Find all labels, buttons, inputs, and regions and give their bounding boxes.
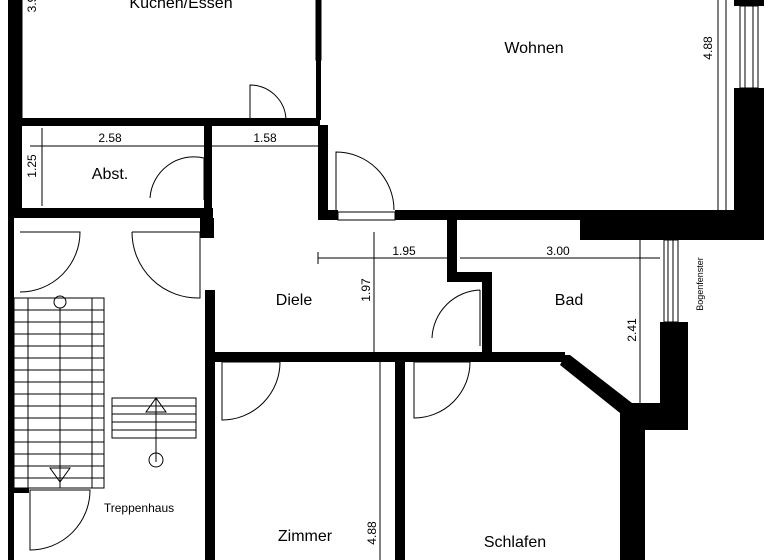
wall-bad-step [447,272,492,282]
label-bogenfenster: Bogenfenster [695,257,705,311]
door-kitchen [249,84,287,121]
wall-left-top-inner [20,0,22,213]
wall-schlafen-right [620,403,645,560]
door-zimmer [221,361,281,421]
door-stairs-left [19,231,81,293]
dim-kuechen-top: 3.9 [25,0,39,12]
wall-bad-left-top [447,218,457,278]
dim-diele-mid: 1.95 [392,244,416,258]
wall-wohnen-bottom [395,210,735,220]
label-diele: Diele [276,292,313,309]
dim-abst-width: 2.58 [98,131,122,145]
wall-bad-left [482,272,492,356]
wall-diele-bottom [205,352,565,362]
wall-stairs-bottom [14,488,29,493]
label-abst: Abst. [92,166,128,183]
dim-bad-width: 3.00 [546,244,570,258]
wall-kitchen-bottom [8,118,320,126]
door-entrance [29,489,91,551]
wall-diele-wohnen [318,125,328,220]
wall-left-top [8,0,20,213]
dim-abst-height: 1.25 [25,154,39,178]
wall-diagonal [560,355,632,413]
door-abst [149,156,205,200]
doors [19,84,481,551]
door-stairs-right [131,231,201,299]
wall-stairs-left [8,218,14,560]
label-schlafen: Schlafen [484,534,546,551]
wall-right-wohnen [734,88,764,238]
wall-abst-right [204,126,212,218]
wall-wohnen-bottom-left [318,210,338,220]
dim-diele-width: 1.58 [253,131,277,145]
staircase [13,295,197,489]
door-schlafen [413,361,471,419]
door-wohnen [335,151,395,211]
label-zimmer: Zimmer [278,528,333,545]
label-treppenhaus: Treppenhaus [104,501,174,515]
wall-abst-bottom [8,208,213,218]
dim-diele-height: 1.97 [359,278,373,302]
label-kuechen: Küchen/Essen [129,0,232,12]
wall-right-corner [580,218,764,240]
dimension-lines [30,0,719,560]
wall-zimmer-schlafen [395,362,405,560]
wall-right-top [734,0,764,6]
label-bad: Bad [555,292,583,309]
dim-zimmer-height: 4.88 [365,521,379,545]
label-wohnen: Wohnen [504,40,563,57]
thin-lines [13,0,759,403]
wall-stairs-right-top [200,218,214,238]
dim-wohnen-height: 4.88 [701,36,715,60]
dim-bad-height: 2.41 [625,318,639,342]
door-bad [431,289,481,346]
wall-zimmer-left [205,290,215,560]
walls [8,0,764,560]
